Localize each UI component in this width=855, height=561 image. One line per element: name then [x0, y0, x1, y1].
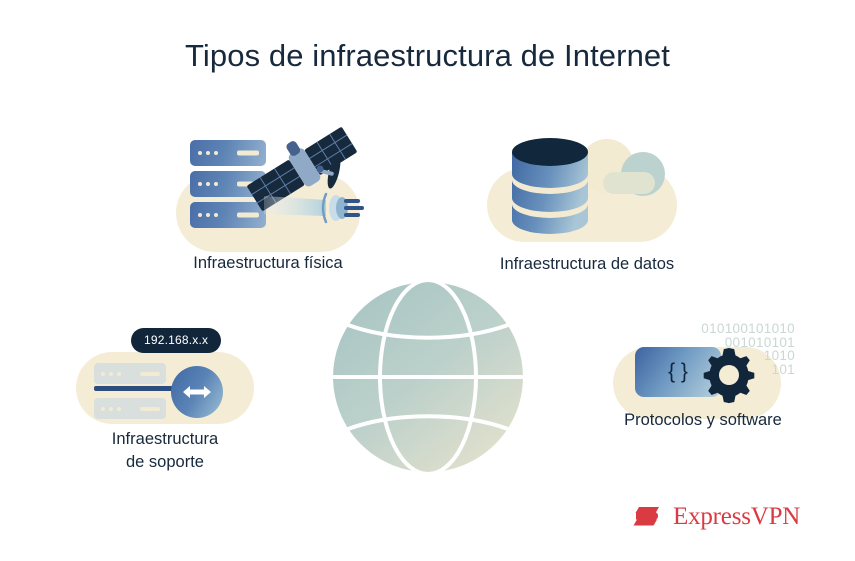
- gear-icon: [703, 348, 755, 404]
- satellite-icon: [247, 127, 357, 211]
- cloud-icon: [580, 139, 665, 196]
- expressvpn-logo-mark: [633, 507, 659, 526]
- server-leds: [101, 406, 121, 411]
- caption-protocols-software: Protocolos y software: [624, 411, 782, 429]
- server-rack-icon: [94, 363, 166, 433]
- caption-support-infrastructure: Infraestructura de soporte: [55, 428, 275, 474]
- globe-icon: [328, 278, 528, 476]
- bidirectional-arrow-icon: [171, 366, 223, 418]
- server-slot: [140, 371, 160, 376]
- server-unit: [94, 363, 166, 384]
- network-link-bar: [94, 386, 176, 391]
- binary-digits: 010100101010 001010101 1010 101: [669, 322, 795, 376]
- server-slot: [237, 212, 259, 218]
- server-leds: [101, 371, 121, 376]
- section-protocols-software: 010100101010 001010101 1010 101 { } Prot…: [613, 322, 795, 455]
- server-leds: [198, 213, 218, 217]
- server-unit: [190, 202, 266, 228]
- server-slot: [237, 181, 259, 187]
- caption-data-infrastructure: Infraestructura de datos: [499, 255, 675, 273]
- server-unit: [190, 140, 266, 166]
- server-leds: [198, 182, 218, 186]
- binary-line: 001010101: [724, 334, 795, 350]
- caption-line-1: Infraestructura: [111, 430, 219, 448]
- expressvpn-logo[interactable]: ExpressVPN: [632, 496, 800, 536]
- database-cylinder-icon: [512, 138, 588, 234]
- section-support-infrastructure: 192.168.x.x Infraestructura de soporte: [76, 328, 254, 480]
- code-braces-glyph: { }: [668, 360, 688, 383]
- ip-address-tooltip: 192.168.x.x: [131, 328, 222, 353]
- server-unit: [94, 398, 166, 419]
- binary-line: 010100101010: [701, 321, 795, 336]
- server-slot: [237, 150, 259, 156]
- fiber-optic-cable-icon: [264, 192, 364, 224]
- binary-line: 101: [771, 361, 795, 377]
- binary-line: 1010: [763, 348, 795, 363]
- caption-physical-infrastructure: Infraestructura física: [193, 254, 343, 272]
- caption-line-2: de soporte: [126, 453, 204, 471]
- server-leds: [198, 151, 218, 155]
- page-title: Tipos de infraestructura de Internet: [185, 38, 670, 73]
- section-physical-infrastructure: Infraestructura física: [168, 112, 368, 277]
- server-slot: [140, 406, 160, 411]
- section-data-infrastructure: Infraestructura de datos: [487, 120, 687, 278]
- expressvpn-wordmark: ExpressVPN: [673, 502, 801, 530]
